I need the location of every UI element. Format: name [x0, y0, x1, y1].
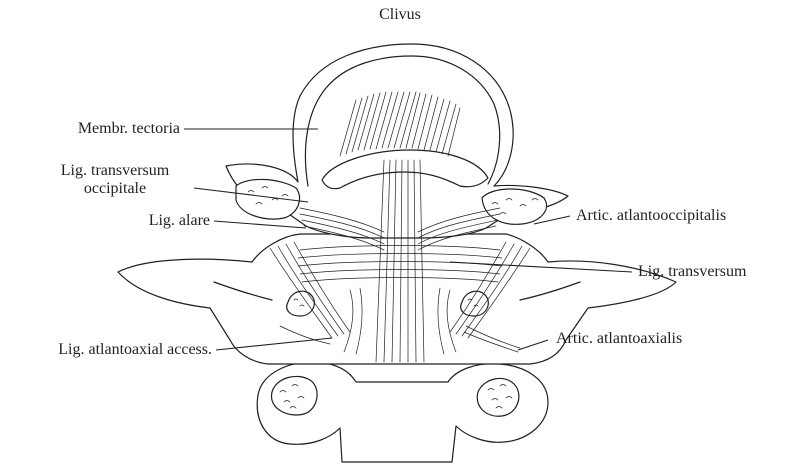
label-artic-atlantoaxialis: Artic. atlantoaxialis [556, 330, 682, 348]
label-lig-atlantoaxial-access: Lig. atlantoaxial access. [4, 341, 212, 359]
label-lig-transversum-occipitale: Lig. transversum occipitale [40, 162, 190, 198]
axis-vertebra [257, 362, 548, 462]
leader-lig-alare [214, 221, 306, 228]
label-lig-transversum-occipitale-line1: Lig. transversum [40, 162, 190, 180]
label-lig-transversum-occipitale-line2: occipitale [40, 180, 190, 198]
label-membr-tectoria: Membr. tectoria [10, 120, 180, 138]
occipital-bone [226, 44, 568, 238]
label-artic-atlantooccipitalis: Artic. atlantooccipitalis [576, 207, 726, 225]
label-clivus: Clivus [330, 6, 470, 24]
label-lig-transversum: Lig. transversum [638, 263, 746, 281]
label-lig-alare: Lig. alare [60, 212, 210, 230]
